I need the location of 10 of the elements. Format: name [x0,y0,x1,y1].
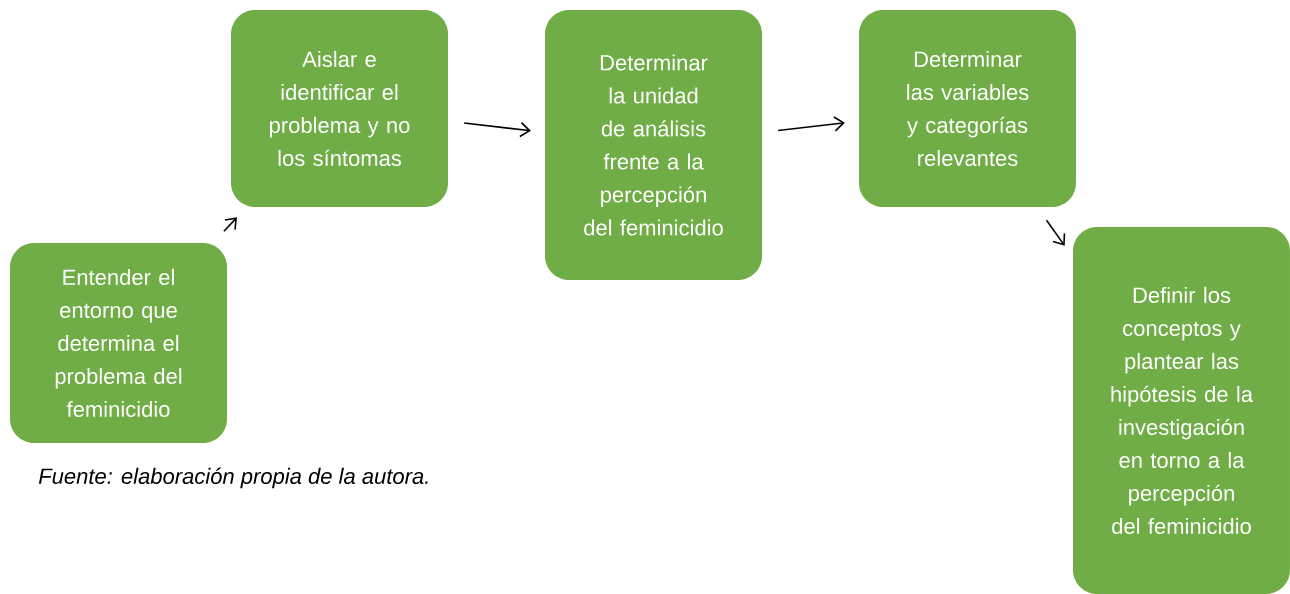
arrow [223,217,238,232]
arrow [1045,219,1066,246]
arrow [463,121,531,138]
process-box: Definir los conceptos y plantear las hipótesis de la investigación en torno a la percepción del feminicidio [1073,227,1290,594]
process-box: Determinar las variables y categorías relevantes [859,10,1076,207]
process-box: Entender el entorno que determina el problema del feminicidio [10,243,227,443]
process-box: Determinar la unidad de análisis frente a la percepción del feminicidio [545,10,762,280]
caption: Fuente: elaboración propia de la autora. [38,467,428,489]
arrow [777,116,845,132]
process-box: Aislar e identificar el problema y no los síntomas [231,10,448,207]
